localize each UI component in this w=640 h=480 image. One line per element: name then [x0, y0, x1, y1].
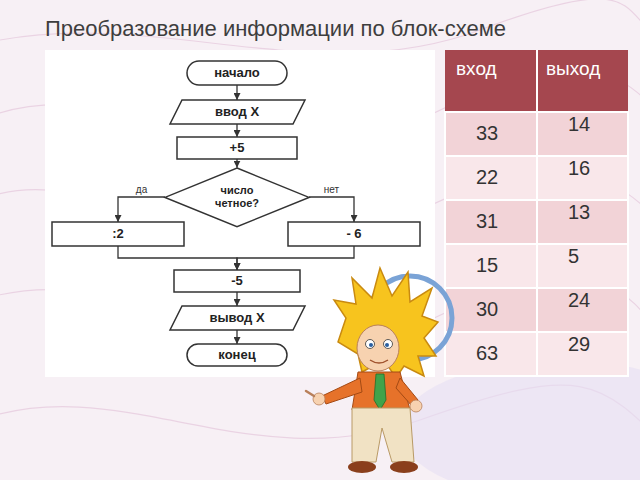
input-value: 22 — [476, 166, 498, 189]
flow-connector — [236, 124, 237, 137]
flow-connector — [118, 246, 237, 270]
flow-connector — [236, 330, 237, 344]
flow-connector — [118, 197, 165, 222]
flow-connector — [236, 85, 237, 100]
output-value: 13 — [568, 201, 590, 224]
input-value: 30 — [476, 298, 498, 321]
node-text: число четное? — [205, 184, 269, 210]
process-box: +5 — [177, 137, 297, 159]
end-terminator: конец — [187, 344, 287, 366]
table-header: вход — [456, 58, 497, 80]
node-text: ввод X — [215, 104, 259, 120]
flowchart-panel — [45, 50, 435, 377]
tie — [374, 374, 386, 410]
pointing-arm — [322, 378, 362, 404]
trousers — [352, 408, 414, 462]
flow-connector — [236, 159, 237, 168]
finger — [306, 391, 314, 396]
output-parallelogram: вывод X — [170, 306, 305, 330]
node-text: - 6 — [346, 226, 361, 242]
table-header: выход — [546, 58, 600, 80]
eye — [366, 340, 375, 349]
pupil — [369, 343, 373, 347]
mouth — [370, 360, 388, 363]
flow-connector — [236, 292, 237, 306]
input-value: 31 — [476, 210, 498, 233]
face — [357, 325, 399, 371]
node-text: вывод X — [209, 310, 264, 326]
cartoon-character — [306, 268, 452, 473]
hand — [313, 393, 325, 405]
io-table — [445, 50, 628, 376]
input-value: 15 — [476, 254, 498, 277]
shoe — [348, 461, 376, 473]
input-value: 33 — [476, 122, 498, 145]
process-box: :2 — [52, 222, 184, 246]
decision-diamond: число четное? — [165, 168, 309, 227]
process-box: -5 — [174, 270, 300, 292]
hand — [410, 400, 422, 412]
pupil — [385, 343, 389, 347]
input-parallelogram: ввод X — [170, 100, 305, 124]
output-value: 16 — [568, 157, 590, 180]
spiky-hair — [334, 268, 438, 378]
start-terminator: начало — [187, 61, 287, 85]
background-tint — [400, 360, 640, 480]
shoe — [390, 461, 418, 473]
output-value: 14 — [568, 113, 590, 136]
node-text: конец — [218, 347, 255, 363]
output-value: 29 — [568, 333, 590, 356]
flow-connector — [237, 246, 354, 270]
process-box: - 6 — [288, 222, 420, 246]
input-value: 63 — [476, 342, 498, 365]
branch-label: да — [134, 184, 149, 196]
node-text: :2 — [112, 226, 124, 242]
node-text: +5 — [230, 140, 245, 156]
slide-title: Преобразование информации по блок-схеме — [45, 16, 506, 41]
table-divider — [536, 50, 538, 376]
flow-connector — [309, 197, 354, 222]
node-text: -5 — [231, 273, 243, 289]
branch-label: нет — [322, 184, 341, 196]
output-value: 24 — [568, 289, 590, 312]
eye — [384, 340, 393, 349]
node-text: начало — [214, 65, 260, 81]
output-value: 5 — [568, 245, 579, 268]
